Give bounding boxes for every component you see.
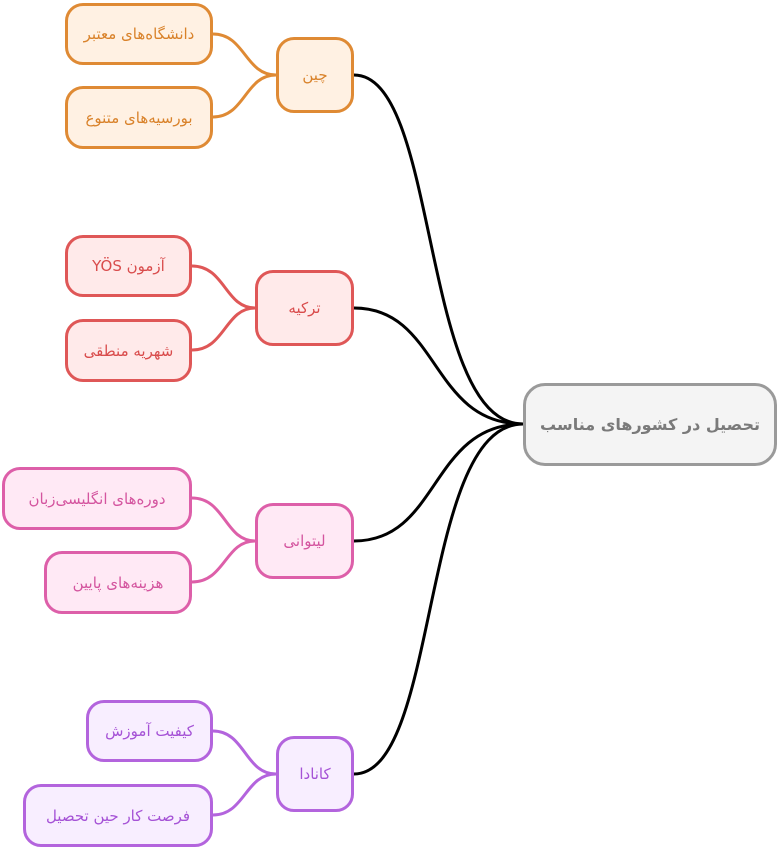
leaf-turkey-tuition[interactable]: شهریه منطقی <box>65 319 192 382</box>
leaf-lithuania-low-cost[interactable]: هزینه‌های پایین <box>44 551 192 614</box>
leaf-canada-quality[interactable]: کیفیت آموزش <box>86 700 213 762</box>
edge-lithuania-1 <box>191 496 256 543</box>
leaf-china-scholarships[interactable]: بورسیه‌های متنوع <box>65 86 213 149</box>
branch-canada[interactable]: کانادا <box>276 736 354 812</box>
leaf-turkey-yos[interactable]: آزمون YÖS <box>65 235 192 297</box>
edge-canada-1 <box>212 729 277 776</box>
edge-canada-2 <box>212 772 277 817</box>
edge-lithuania-2 <box>191 539 256 584</box>
edge-root-canada <box>353 422 524 776</box>
edge-china-2 <box>212 73 277 119</box>
branch-lithuania[interactable]: لیتوانی <box>255 503 354 579</box>
edge-root-turkey <box>353 306 524 426</box>
branch-china[interactable]: چین <box>276 37 354 113</box>
edge-root-china <box>353 73 524 426</box>
branch-turkey[interactable]: ترکیه <box>255 270 354 346</box>
edge-turkey-1 <box>191 264 256 310</box>
leaf-lithuania-english-courses[interactable]: دوره‌های انگلیسی‌زبان <box>2 467 192 530</box>
edge-china-1 <box>212 32 277 77</box>
edge-root-lithuania <box>353 422 524 543</box>
root-node[interactable]: تحصیل در کشورهای مناسب <box>523 383 777 466</box>
leaf-china-universities[interactable]: دانشگاه‌های معتبر <box>65 3 213 65</box>
leaf-canada-work[interactable]: فرصت کار حین تحصیل <box>23 784 213 847</box>
edge-turkey-2 <box>191 306 256 352</box>
